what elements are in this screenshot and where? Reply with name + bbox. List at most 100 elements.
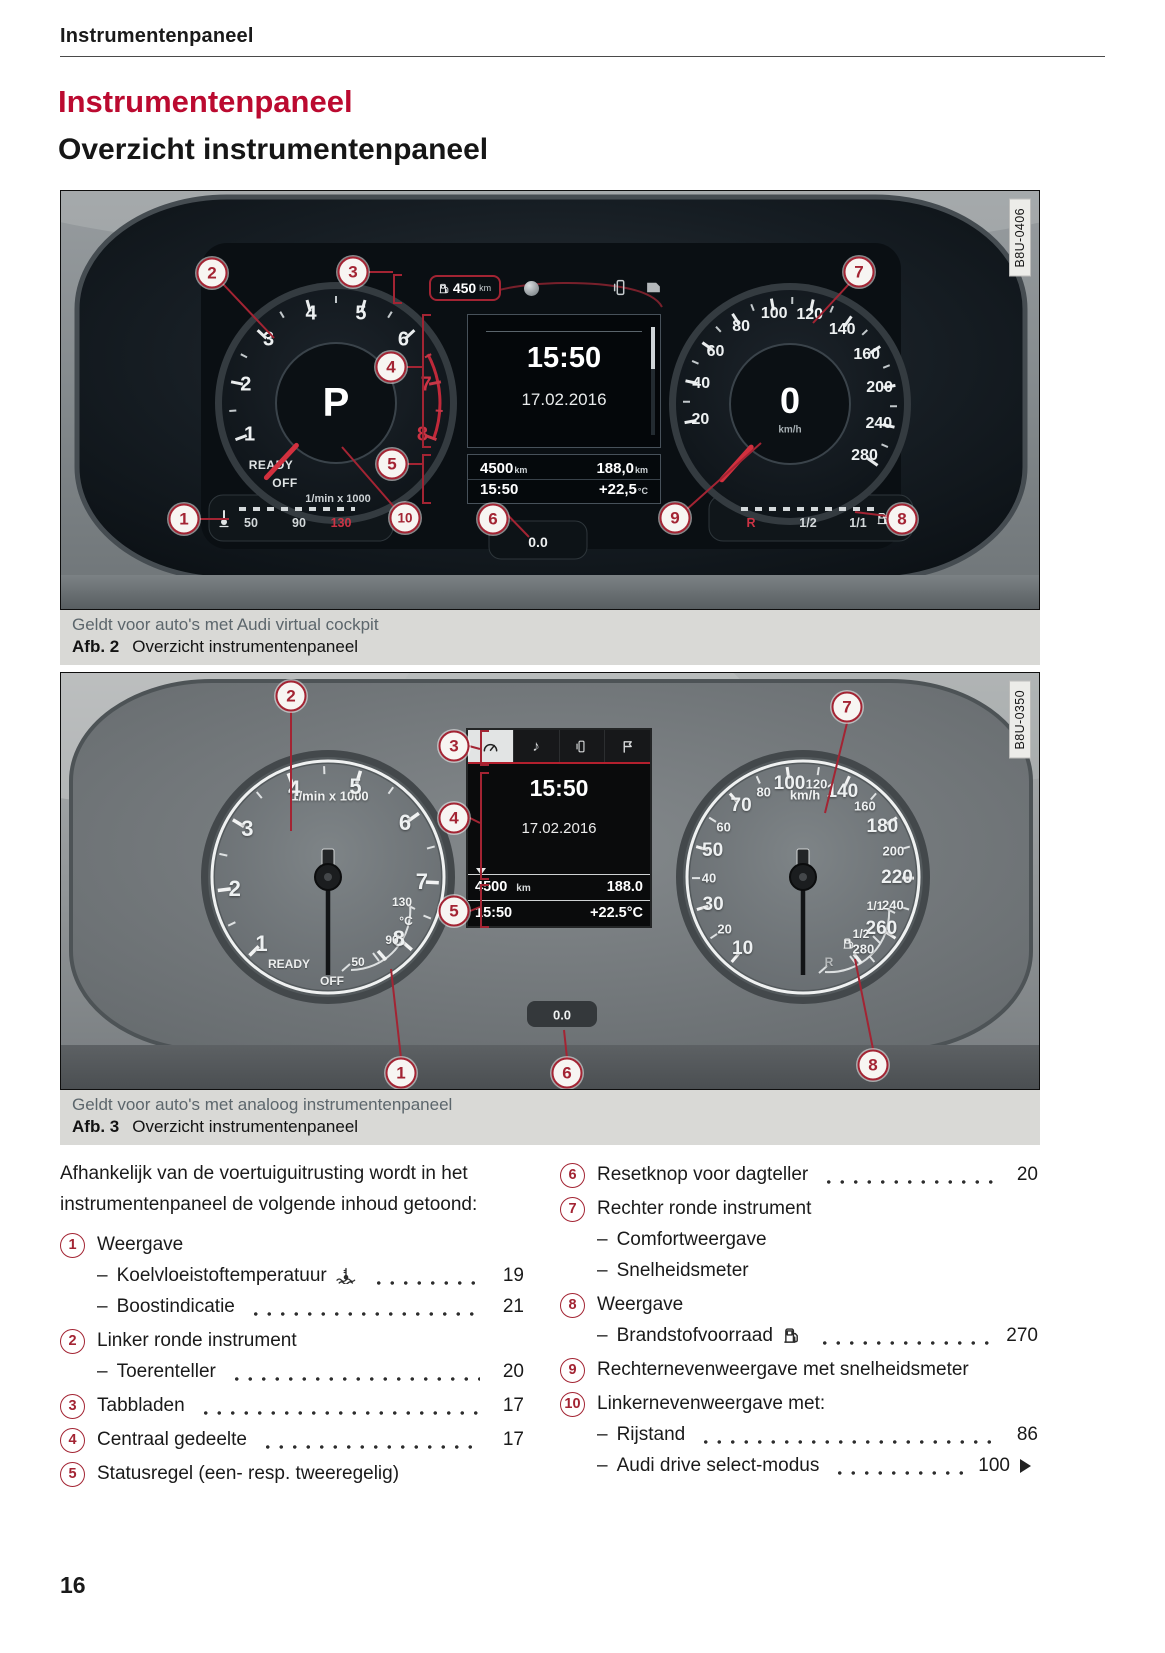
fuel-range-display: 450 km [429, 275, 501, 301]
dial-label: 6 [397, 328, 409, 351]
media-status-icon [645, 280, 662, 295]
callout-8: 8 [857, 1049, 889, 1081]
legend-left-column: Afhankelijk van de voertuiguitrusting wo… [60, 1158, 524, 1492]
dial-label: 40 [692, 375, 711, 393]
dial-label: 1 [243, 423, 256, 445]
caption-text: Overzicht instrumentenpaneel [132, 1117, 359, 1136]
legend-number-badge: 9 [560, 1358, 585, 1383]
continue-arrow-icon [1020, 1458, 1038, 1473]
dial-label: 160 [854, 798, 876, 814]
legend-page-ref: 270 [1006, 1325, 1038, 1346]
central-display: 15:50 17.02.2016 [467, 314, 661, 448]
dotted-leader [196, 1409, 480, 1415]
speed-unit: km/h [778, 424, 802, 436]
legend-number-badge: 3 [60, 1394, 85, 1419]
dial-label: 200 [882, 843, 905, 859]
dial-label: 30 [702, 893, 724, 915]
dial-label: 200 [866, 379, 893, 397]
legend-intro: Afhankelijk van de voertuiguitrusting wo… [60, 1163, 478, 1215]
legend-entry-label: Boostindicatie [116, 1296, 235, 1317]
date: 17.02.2016 [521, 390, 607, 409]
off-label: OFF [320, 974, 344, 988]
running-header: Instrumentenpaneel [60, 25, 254, 47]
range-unit: km [479, 283, 492, 293]
legend-entry-label: Weergave [597, 1294, 684, 1315]
phone-status-icon [613, 279, 628, 296]
dotted-leader [246, 1310, 480, 1316]
ready-label: READY [248, 458, 294, 472]
dial-label: 240 [882, 897, 904, 913]
caption-note: Geldt voor auto's met analoog instrument… [72, 1095, 453, 1114]
fuel-pump-icon [780, 1327, 804, 1344]
gauge-ticks [741, 507, 879, 511]
dial-label: 3 [263, 328, 275, 351]
dial-label: 60 [716, 819, 731, 835]
dial-label: 50 [702, 840, 724, 862]
dial-label: 80 [732, 318, 750, 336]
caption-note: Geldt voor auto's met Audi virtual cockp… [72, 615, 379, 634]
legend-page-ref: 17 [502, 1429, 524, 1450]
display-tabs: ♪ [468, 730, 650, 764]
legend-page-ref: 21 [502, 1296, 524, 1317]
callout-6: 6 [477, 503, 509, 535]
dial-label: 4 [288, 776, 301, 802]
odometer: 4500 [475, 879, 508, 895]
legend-entry: Linkernevenweergave met: [597, 1388, 1038, 1419]
figure-caption: Geldt voor auto's met Audi virtual cockp… [60, 610, 1040, 665]
legend-item: 8 WeergaveBrandstofvoorraad270 [560, 1289, 1038, 1351]
scrollbar [651, 327, 655, 435]
legend-entry: Linker ronde instrument [97, 1325, 524, 1356]
dotted-leader [369, 1279, 480, 1285]
legend-entry-label: Rechternevenweergave met snelheidsmeter [597, 1359, 969, 1380]
legend-entry: Weergave [97, 1229, 524, 1260]
callout-8: 8 [886, 503, 918, 535]
dotted-leader [815, 1339, 994, 1345]
legend-sub-entry: Boostindicatie 21 [97, 1291, 524, 1322]
display-divider [486, 331, 642, 332]
status-line: 4500km 188,0km 15:50 +22,5°C [467, 454, 661, 504]
callout-7: 7 [831, 691, 863, 723]
dial-label: 80 [756, 784, 771, 800]
callout-4: 4 [438, 802, 470, 834]
callout-5: 5 [438, 895, 470, 927]
dial-label: 100 [760, 305, 788, 323]
legend-entry: Weergave [597, 1289, 1038, 1320]
legend-page-ref: 86 [1016, 1424, 1038, 1445]
dial-label: 2 [228, 875, 241, 901]
legend-entry: Statusregel (een- resp. tweeregelig) [97, 1458, 524, 1489]
legend-entry-label: Linkernevenweergave met: [597, 1393, 826, 1414]
legend-number-badge: 1 [60, 1233, 85, 1258]
dial-label: 160 [853, 346, 881, 364]
gauge-label: 90 [292, 516, 306, 530]
off-label: OFF [272, 476, 298, 490]
chapter-title: Instrumentenpaneel [58, 84, 353, 119]
dial-label: 70 [730, 795, 752, 817]
tab-instrument-icon [468, 730, 514, 762]
dial-label: 8 [416, 423, 428, 445]
callout-9: 9 [659, 502, 691, 534]
dial-label: 20 [717, 921, 732, 937]
date: 17.02.2016 [521, 820, 597, 837]
figure-code: B8U-0406 [1009, 199, 1031, 277]
lap-timer-value: 0.0 [552, 1007, 572, 1023]
legend-sub-entry: Snelheidsmeter [597, 1255, 1038, 1286]
status-lines: 4500 km 188.0 15:50 +22.5°C [468, 874, 650, 926]
callout-4: 4 [375, 351, 407, 383]
legend-entry-label: Koelvloeistoftemperatuur [116, 1265, 327, 1286]
clock: 15:50 [526, 342, 602, 374]
tab-music-icon: ♪ [513, 730, 560, 762]
callout-2: 2 [196, 257, 228, 289]
legend-number-badge: 8 [560, 1293, 585, 1318]
mmi-display: ♪ 15:50 17.02.2016 4500 km 188.0 15:50 +… [466, 728, 652, 928]
legend-page-ref: 20 [1016, 1164, 1038, 1185]
legend-item: 1WeergaveKoelvloeistoftemperatuur19Boost… [60, 1229, 524, 1322]
status-time: 15:50 [475, 905, 513, 921]
